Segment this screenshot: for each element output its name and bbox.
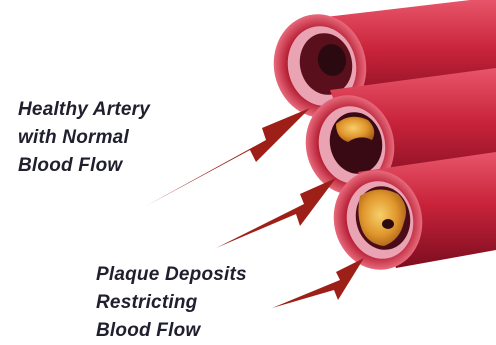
healthy-label-line-2: with Normal <box>18 124 150 152</box>
healthy-label-line-3: Blood Flow <box>18 152 150 180</box>
plaque-label-line-3: Blood Flow <box>96 317 247 345</box>
arrow-healthy-flow <box>146 108 310 206</box>
plaque-label-line-2: Restricting <box>96 289 247 317</box>
arrow-middle-flow <box>216 178 336 248</box>
plaque-deposit-partial <box>336 117 374 142</box>
healthy-artery-label: Healthy Artery with Normal Blood Flow <box>18 96 150 180</box>
healthy-label-line-1: Healthy Artery <box>18 96 150 124</box>
arrow-restricted-flow <box>272 258 364 308</box>
plaque-label-line-1: Plaque Deposits <box>96 261 247 289</box>
plaque-deposits-label: Plaque Deposits Restricting Blood Flow <box>96 261 247 345</box>
